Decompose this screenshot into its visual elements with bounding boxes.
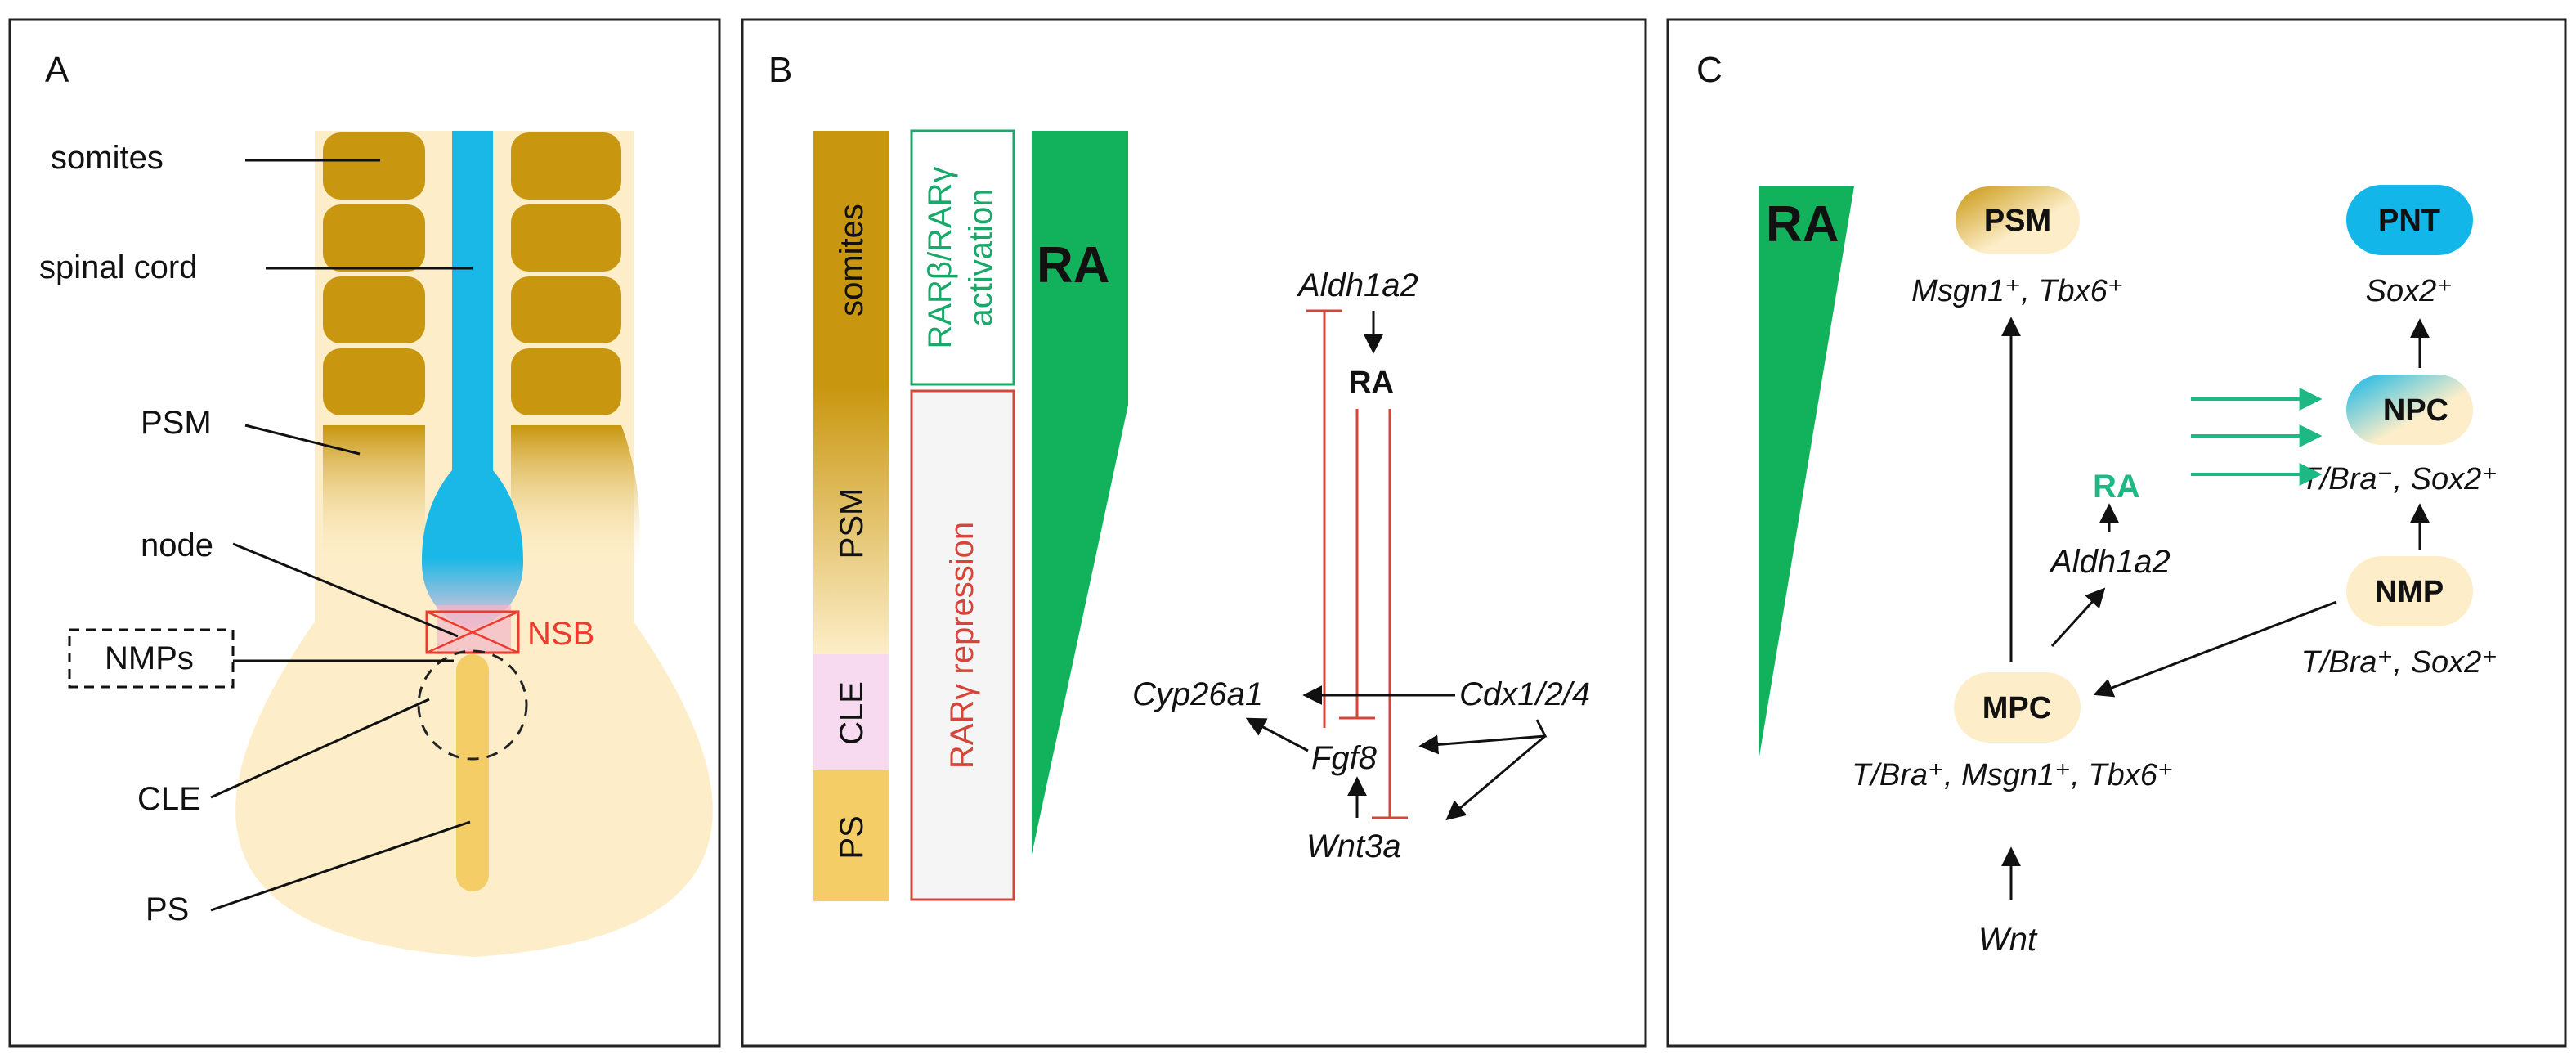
arrow-nmp-mpc [2093,600,2337,698]
nsb-box [425,610,520,654]
psm-right [511,425,640,564]
spinal-cord [452,131,493,474]
somite-right-2 [511,204,621,272]
arrow-fgf8-cyp26a1 [1245,717,1309,752]
leader-ps [210,820,471,912]
somite-left-4 [323,348,425,415]
node-psm [1956,186,2080,254]
somite-right-1 [511,132,621,200]
nsb-diagonal-2 [426,610,519,654]
somite-left-2 [323,204,425,272]
arrow-mpc-aldh1a2 [2050,587,2106,648]
label-psm: PSM [141,405,212,441]
panel-c-letter: C [1696,50,1723,90]
node-psm-label: PSM [1984,204,2051,238]
gene-wnt3a: Wnt3a [1306,828,1401,864]
node-npc-label: NPC [2383,393,2448,428]
panel-c-frame [1666,18,2567,1048]
node-nmp [2346,556,2473,626]
repression-box [910,389,1015,901]
ra-gradient-c [1759,186,1854,756]
segment-somites [813,131,889,386]
label-ps: PS [146,891,189,927]
ra-label-c: RA [2093,469,2140,505]
panel-b-letter: B [768,50,792,90]
node-pnt-label: PNT [2378,204,2440,238]
gene-aldh1a2-b: Aldh1a2 [1297,267,1418,303]
node-mpc [1954,672,2081,743]
segment-psm [813,386,889,654]
nsb-fill [437,605,511,654]
panel-a: A NSB somites spinal cord [8,18,721,1048]
psm-left [323,425,425,564]
nsb-label: NSB [527,616,594,652]
segment-cle [813,654,889,770]
node-nmp-markers: T/Bra⁺, Sox2⁺ [2301,645,2498,680]
label-spinal-cord: spinal cord [39,249,197,285]
segment-ps-label: PS [834,815,870,859]
label-somites: somites [51,140,164,176]
label-nmps: NMPs [105,640,194,676]
somite-left-3 [323,276,425,343]
cle-circle [417,649,528,761]
arrow-cdx-fgf8 [1418,719,1548,755]
leader-psm [244,424,361,456]
gene-wnt: Wnt [1978,922,2038,958]
ra-gradient-b [1032,131,1128,855]
node-mpc-label: MPC [1982,691,2051,725]
somite-right-3 [511,276,621,343]
node-nmp-label: NMP [2375,575,2444,609]
panel-a-letter: A [45,50,69,90]
segment-ps [813,770,889,901]
node-npc-markers: T/Bra⁻, Sox2⁺ [2301,462,2498,496]
node-mpc-markers: T/Bra⁺, Msgn1⁺, Tbx6⁺ [1852,758,2174,792]
label-node: node [141,528,213,563]
ra-node-b: RA [1349,366,1394,400]
node-psm-markers: Msgn1⁺, Tbx6⁺ [1911,274,2124,308]
panel-b-frame [741,18,1647,1048]
activation-line1: RARβ/RARγ [922,166,958,348]
segment-psm-label: PSM [834,488,870,559]
leader-node [232,542,459,638]
gene-aldh1a2-c: Aldh1a2 [2049,544,2171,580]
arrow-cdx-wnt3a [1445,734,1546,821]
gene-cdx: Cdx1/2/4 [1459,676,1590,712]
panel-c: C RA PSM Msgn1⁺, Tbx6⁺ PNT Sox2⁺ NPC T/B… [1666,18,2567,1048]
gene-cyp26a1: Cyp26a1 [1132,676,1263,712]
ra-gradient-b-label: RA [1037,237,1110,294]
segment-somites-label: somites [834,204,870,317]
leader-cle [210,698,430,799]
nmps-box [68,628,235,689]
activation-box [910,129,1015,386]
node-pnt-markers: Sox2⁺ [2366,274,2453,308]
ra-gradient-c-label: RA [1766,196,1839,253]
primitive-streak [456,654,489,891]
label-cle: CLE [137,781,201,817]
node-pnt [2346,185,2473,255]
node-npc [2346,375,2473,445]
gene-fgf8: Fgf8 [1311,740,1378,776]
panel-b: B somites PSM CLE PS RARβ/RARγ activatio… [741,18,1647,1048]
segment-cle-label: CLE [834,681,870,745]
somite-left-1 [323,132,425,200]
activation-line2: activation [963,189,999,327]
panel-a-frame [8,18,721,1048]
somite-right-4 [511,348,621,415]
repression-label: RARγ repression [944,522,980,769]
neural-bulb [421,470,524,630]
